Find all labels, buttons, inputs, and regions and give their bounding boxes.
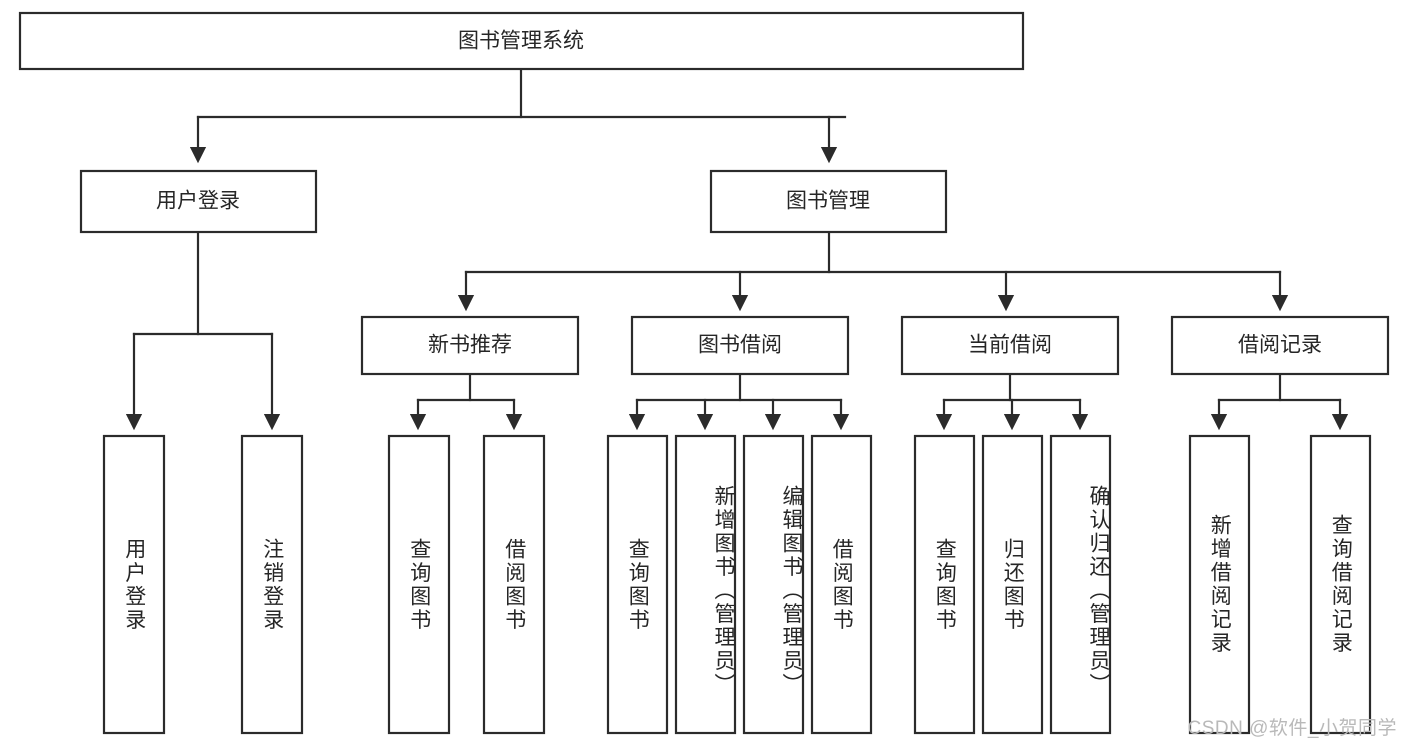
node-label-book-borrow: 图书借阅 [698, 334, 782, 357]
node-label-new-book-recommend: 新书推荐 [428, 334, 512, 357]
node-label-root: 图书管理系统 [458, 30, 584, 53]
node-box-leaf-query-book-2[interactable] [606, 434, 669, 735]
node-box-leaf-add-book[interactable] [674, 434, 737, 735]
node-box-leaf-edit-book[interactable] [742, 434, 805, 735]
connector-new-book-to-leaves [409, 372, 523, 431]
connector-root-to-level2 [189, 67, 847, 164]
node-box-leaf-borrow-book-2[interactable] [810, 434, 873, 735]
connector-book-borrow-to-leaves [628, 372, 850, 431]
connector-book-manage-to-level3 [457, 230, 1289, 312]
node-box-leaf-add-record[interactable] [1188, 434, 1251, 735]
csdn-watermark: CSDN @软件_小贺同学 [1187, 718, 1397, 739]
connector-user-login-to-leaves [125, 230, 281, 431]
node-box-leaf-query-record[interactable] [1309, 434, 1372, 735]
connector-borrow-record-to-leaves [1210, 372, 1349, 431]
node-box-leaf-query-book-1[interactable] [387, 434, 451, 735]
node-box-book-borrow[interactable] [630, 315, 850, 376]
node-box-leaf-user-login[interactable] [102, 434, 166, 735]
node-box-leaf-query-book-3[interactable] [913, 434, 976, 735]
node-box-user-login[interactable] [79, 169, 318, 234]
node-box-new-book-recommend[interactable] [360, 315, 580, 376]
node-box-current-borrow[interactable] [900, 315, 1120, 376]
node-box-borrow-record[interactable] [1170, 315, 1390, 376]
node-label-book-manage: 图书管理 [786, 190, 870, 213]
connector-current-borrow-to-leaves [935, 372, 1089, 431]
node-box-book-manage[interactable] [709, 169, 948, 234]
node-box-leaf-logout[interactable] [240, 434, 304, 735]
node-box-leaf-borrow-book-1[interactable] [482, 434, 546, 735]
node-box-leaf-return-book[interactable] [981, 434, 1044, 735]
node-label-current-borrow: 当前借阅 [968, 334, 1052, 357]
node-box-leaf-confirm-return[interactable] [1049, 434, 1112, 735]
node-box-root[interactable] [18, 11, 1025, 71]
node-label-borrow-record: 借阅记录 [1238, 334, 1322, 357]
node-label-user-login: 用户登录 [156, 190, 240, 213]
